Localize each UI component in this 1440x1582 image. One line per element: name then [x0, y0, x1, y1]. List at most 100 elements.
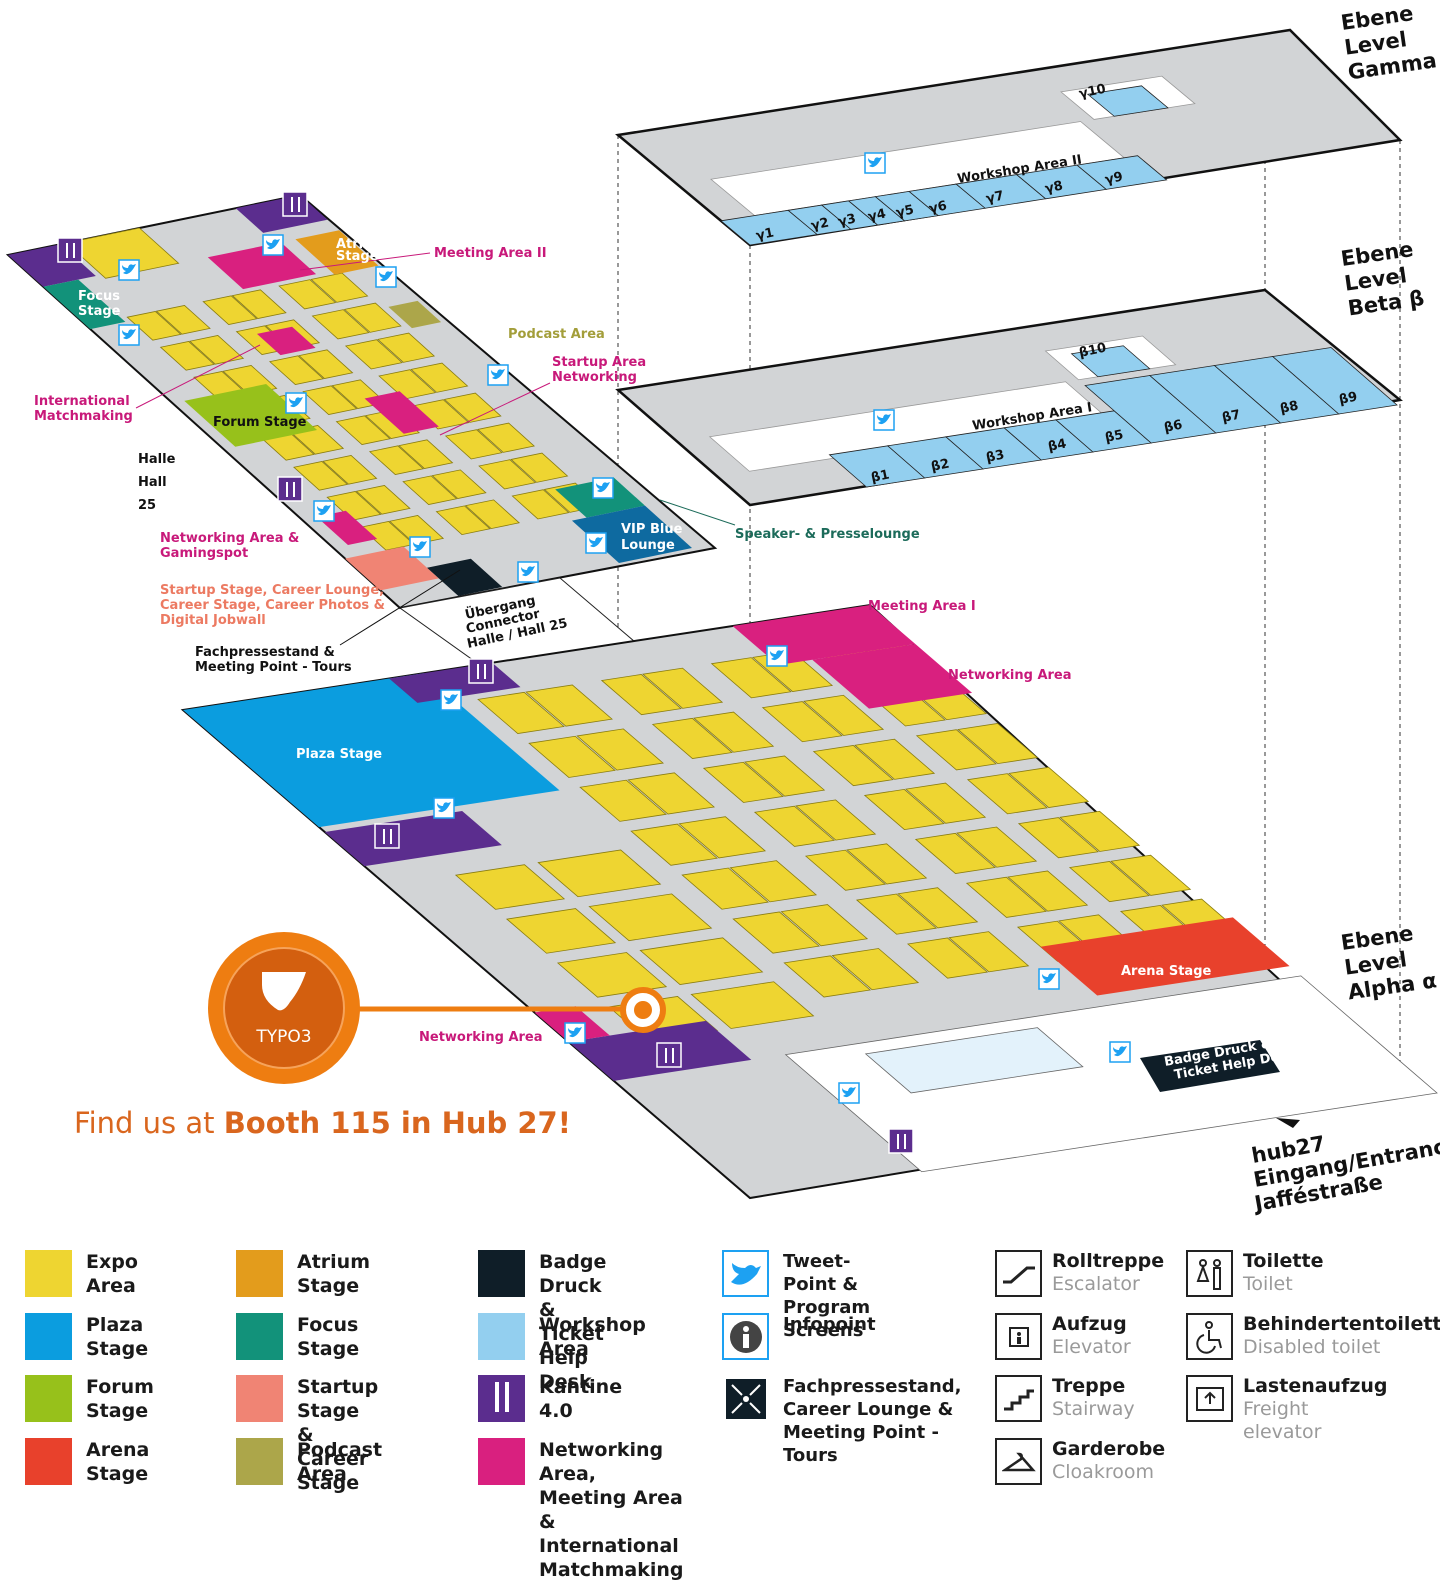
expo-booth[interactable] — [399, 440, 453, 469]
expo-booth[interactable] — [370, 446, 424, 475]
expo-booth[interactable] — [299, 350, 353, 379]
expo-booth[interactable] — [378, 333, 434, 362]
expo-booth[interactable] — [763, 702, 842, 742]
expo-booth[interactable] — [529, 736, 615, 777]
expo-booth[interactable] — [203, 296, 257, 325]
expo-booth[interactable] — [1070, 861, 1149, 901]
expo-booth[interactable] — [682, 868, 768, 909]
expo-booth[interactable] — [640, 938, 762, 985]
expo-booth[interactable] — [445, 393, 501, 422]
expo-booth[interactable] — [511, 453, 567, 482]
meeting-area-2[interactable] — [207, 242, 317, 290]
expo-booth[interactable] — [127, 311, 181, 340]
expo-booth[interactable] — [66, 228, 178, 278]
expo-booth[interactable] — [577, 729, 663, 770]
expo-booth[interactable] — [327, 491, 381, 520]
expo-booth[interactable] — [336, 416, 390, 445]
level-beta[interactable] — [618, 290, 1400, 505]
tweet-point-icon[interactable] — [433, 797, 455, 819]
expo-booth[interactable] — [1019, 818, 1098, 858]
tweet-point-icon[interactable] — [409, 536, 431, 558]
expo-booth[interactable] — [323, 455, 377, 484]
tweet-point-icon[interactable] — [1038, 968, 1060, 990]
expo-booth[interactable] — [712, 658, 791, 698]
expo-booth[interactable] — [580, 780, 666, 821]
startup-networking-area[interactable] — [364, 391, 439, 434]
tweet-point-icon[interactable] — [585, 532, 607, 554]
expo-booth[interactable] — [379, 370, 435, 399]
expo-booth[interactable] — [270, 356, 324, 385]
tweet-point-icon[interactable] — [285, 392, 307, 414]
expo-booth[interactable] — [967, 877, 1046, 917]
expo-booth[interactable] — [446, 430, 502, 459]
tweet-point-icon[interactable] — [118, 259, 140, 281]
tweet-point-icon[interactable] — [873, 409, 895, 431]
expo-booth[interactable] — [1060, 811, 1139, 851]
expo-booth[interactable] — [538, 850, 660, 897]
expo-booth[interactable] — [478, 423, 534, 452]
expo-booth[interactable] — [917, 730, 996, 770]
tweet-point-icon[interactable] — [864, 152, 886, 174]
expo-booth[interactable] — [466, 500, 520, 529]
expo-booth[interactable] — [432, 470, 486, 499]
international-matchmaking-area[interactable] — [257, 326, 316, 356]
expo-booth[interactable] — [916, 833, 995, 873]
expo-booth[interactable] — [781, 905, 867, 946]
tweet-point-icon[interactable] — [517, 561, 539, 583]
expo-booth[interactable] — [898, 888, 977, 928]
workshop-booth[interactable] — [1077, 156, 1167, 190]
expo-booth[interactable] — [733, 912, 819, 953]
expo-booth[interactable] — [279, 280, 335, 309]
expo-booth[interactable] — [679, 817, 765, 858]
podcast-area[interactable] — [388, 300, 442, 329]
expo-booth[interactable] — [346, 340, 402, 369]
expo-booth[interactable] — [311, 273, 367, 302]
expo-booth[interactable] — [804, 695, 883, 735]
workshop-booth[interactable] — [1088, 86, 1168, 116]
expo-booth[interactable] — [628, 773, 714, 814]
forum-stage-area[interactable] — [184, 384, 318, 447]
badge-desk-area[interactable] — [1140, 1040, 1280, 1092]
expo-booth[interactable] — [312, 310, 368, 339]
tweet-point-icon[interactable] — [375, 266, 397, 288]
atrium-stage-area[interactable] — [295, 230, 379, 275]
expo-booth[interactable] — [356, 485, 410, 514]
expo-booth[interactable] — [190, 335, 244, 364]
expo-booth[interactable] — [294, 461, 348, 490]
expo-booth[interactable] — [865, 789, 944, 829]
expo-booth[interactable] — [479, 460, 535, 489]
expo-booth[interactable] — [653, 718, 732, 758]
expo-booth[interactable] — [704, 762, 783, 802]
vip-blue-lounge-area[interactable] — [571, 505, 692, 563]
level-gamma[interactable] — [618, 30, 1400, 245]
plaza-stage-area[interactable] — [183, 673, 560, 828]
expo-booth[interactable] — [631, 824, 717, 865]
tweet-point-icon[interactable] — [766, 645, 788, 667]
tweet-point-icon[interactable] — [487, 364, 509, 386]
expo-booth[interactable] — [949, 932, 1028, 972]
expo-booth[interactable] — [512, 490, 568, 519]
expo-booth[interactable] — [411, 363, 467, 392]
expo-booth[interactable] — [602, 674, 681, 714]
expo-booth[interactable] — [814, 745, 893, 785]
expo-booth[interactable] — [507, 909, 615, 954]
expo-booth[interactable] — [345, 303, 401, 332]
expo-booth[interactable] — [403, 476, 457, 505]
expo-booth[interactable] — [456, 865, 564, 910]
expo-booth[interactable] — [957, 827, 1036, 867]
expo-booth[interactable] — [589, 894, 711, 941]
tweet-point-icon[interactable] — [1109, 1041, 1131, 1063]
expo-booth[interactable] — [232, 290, 286, 319]
expo-booth[interactable] — [694, 712, 773, 752]
kantine-area[interactable] — [8, 244, 96, 287]
expo-booth[interactable] — [691, 982, 813, 1029]
fachpresse-area[interactable] — [427, 558, 503, 597]
tweet-point-icon[interactable] — [564, 1022, 586, 1044]
expo-booth[interactable] — [855, 739, 934, 779]
kantine-area[interactable] — [324, 810, 502, 867]
networking-area[interactable] — [812, 644, 973, 709]
expo-booth[interactable] — [796, 800, 875, 840]
expo-booth[interactable] — [436, 506, 490, 535]
expo-booth[interactable] — [784, 956, 870, 997]
expo-booth[interactable] — [857, 894, 936, 934]
